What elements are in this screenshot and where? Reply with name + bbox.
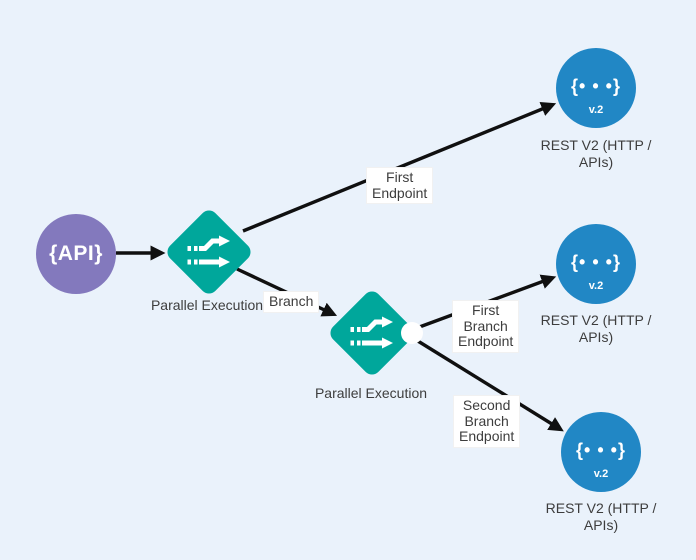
edge-label-first-branch-endpoint[interactable]: First Branch Endpoint: [452, 300, 520, 353]
version-badge: v.2: [588, 280, 604, 292]
parallel-execution-2-caption: Parallel Execution: [314, 385, 428, 401]
parallel-paths-icon: [187, 235, 230, 268]
edge-label-first-endpoint[interactable]: First Endpoint: [366, 167, 434, 204]
rest-v2-node-3-caption: REST V2 (HTTP / APIs): [545, 500, 657, 533]
rest-v2-node-2[interactable]: {• • •} v.2: [556, 224, 636, 304]
edge-second-branch-endpoint[interactable]: [412, 336, 564, 432]
code-braces-icon: {• • •}: [571, 251, 621, 272]
parallel-paths-icon: [350, 316, 393, 349]
rest-v2-node-2-caption: REST V2 (HTTP / APIs): [540, 312, 652, 345]
api-node-label: {API}: [49, 242, 103, 265]
rest-v2-node-3[interactable]: {• • •} v.2: [561, 412, 641, 492]
version-badge: v.2: [588, 104, 604, 116]
parallel-execution-node-2[interactable]: [326, 287, 418, 379]
code-braces-icon: {• • •}: [571, 75, 621, 96]
rest-v2-node-1-caption: REST V2 (HTTP / APIs): [540, 137, 652, 170]
branch-port[interactable]: [401, 322, 423, 344]
parallel-execution-node-1[interactable]: [163, 206, 255, 298]
edge-label-second-branch-endpoint[interactable]: Second Branch Endpoint: [453, 395, 521, 448]
version-badge: v.2: [593, 468, 609, 480]
rest-v2-node-1[interactable]: {• • •} v.2: [556, 48, 636, 128]
code-braces-icon: {• • •}: [576, 439, 626, 460]
edge-label-branch[interactable]: Branch: [263, 291, 320, 313]
parallel-execution-1-caption: Parallel Execution: [150, 297, 264, 313]
api-start-node[interactable]: {API}: [36, 214, 116, 294]
